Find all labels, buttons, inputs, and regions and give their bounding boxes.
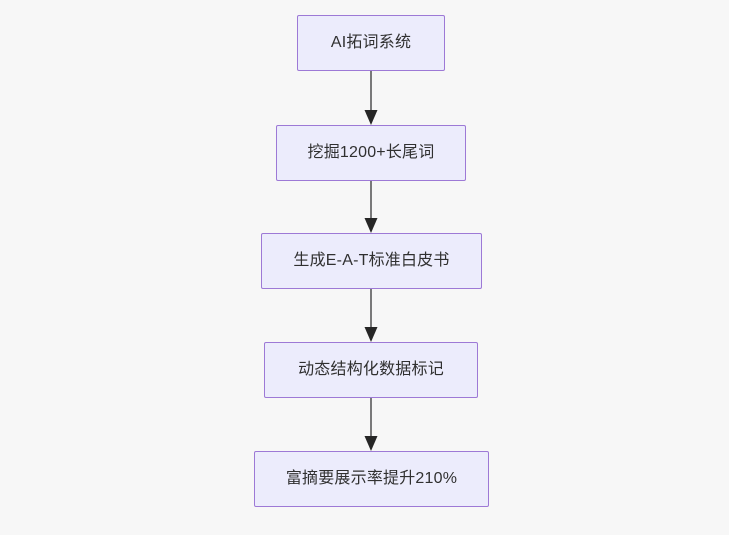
flow-node-label: 富摘要展示率提升210% — [285, 470, 458, 487]
flow-node-ai-keyword-system[interactable]: AI拓词系统 — [297, 15, 445, 71]
flow-node-rich-snippet-impression-uplift[interactable]: 富摘要展示率提升210% — [254, 451, 489, 507]
flow-node-label: AI拓词系统 — [330, 34, 412, 51]
flow-node-label: 动态结构化数据标记 — [298, 361, 444, 378]
flow-node-dynamic-structured-data-markup[interactable]: 动态结构化数据标记 — [264, 342, 478, 398]
flow-node-generate-eat-whitepaper[interactable]: 生成E-A-T标准白皮书 — [261, 233, 482, 289]
edge-node4-node5 — [364, 398, 378, 451]
flow-node-mine-longtail-keywords[interactable]: 挖掘1200+长尾词 — [276, 125, 466, 181]
edge-node2-node3 — [364, 181, 378, 233]
edge-node1-node2 — [364, 71, 378, 125]
flow-node-label: 挖掘1200+长尾词 — [307, 144, 435, 161]
flow-node-label: 生成E-A-T标准白皮书 — [293, 252, 450, 269]
edge-node3-node4 — [364, 289, 378, 342]
